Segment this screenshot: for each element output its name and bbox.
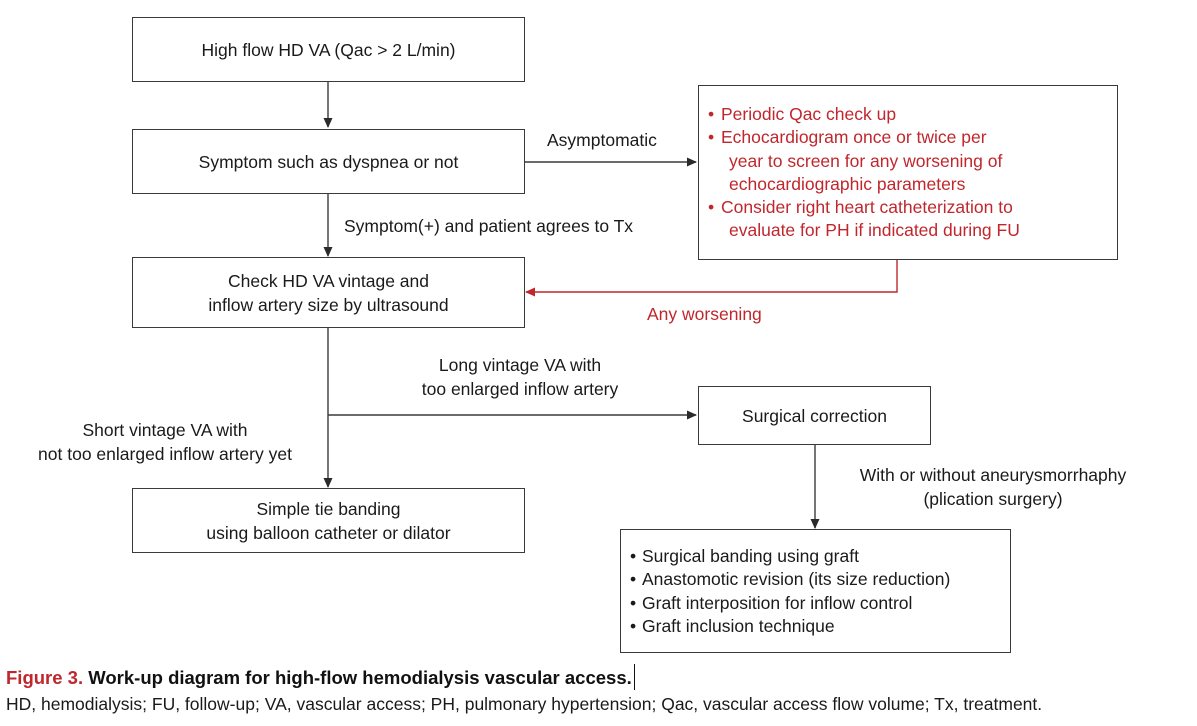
monitoring-item-2: • Echocardiogram once or twice per <box>699 126 1117 149</box>
edge-label-with-without: With or without aneurysmorrhaphy (plicat… <box>838 463 1148 511</box>
monitoring-item-3-line-2: evaluate for PH if indicated during FU <box>729 220 1020 241</box>
surgical-option-3-text: Graft interposition for inflow control <box>642 592 913 613</box>
node-simple-tie-line-1: Simple tie banding <box>256 498 401 519</box>
edge-label-symptom-plus: Symptom(+) and patient agrees to Tx <box>344 214 633 238</box>
figure-abbreviations: HD, hemodialysis; FU, follow-up; VA, vas… <box>6 694 1042 715</box>
edge-label-short-vintage-line-1: Short vintage VA with <box>82 420 248 440</box>
edge-label-asymptomatic: Asymptomatic <box>547 128 657 152</box>
node-high-flow-line: High flow HD VA (Qac > 2 L/min) <box>201 39 456 60</box>
node-surgical-correction-line: Surgical correction <box>742 405 887 426</box>
node-symptom-line: Symptom such as dyspnea or not <box>198 151 459 172</box>
monitoring-item-2-line-3: echocardiographic parameters <box>729 173 966 194</box>
node-symptom: Symptom such as dyspnea or not <box>132 129 525 194</box>
node-surgical-options: • Surgical banding using graft • Anastom… <box>620 529 1011 653</box>
node-surgical-correction: Surgical correction <box>698 386 931 445</box>
edge-label-any-worsening: Any worsening <box>647 302 762 326</box>
surgical-option-2: • Anastomotic revision (its size reducti… <box>621 568 1010 591</box>
figure-caption-title: Figure 3. Work-up diagram for high-flow … <box>6 664 636 690</box>
surgical-option-4-text: Graft inclusion technique <box>642 615 835 636</box>
monitoring-item-3-cont: evaluate for PH if indicated during FU <box>699 219 1117 242</box>
node-check: Check HD VA vintage and inflow artery si… <box>132 257 525 328</box>
surgical-option-2-text: Anastomotic revision (its size reduction… <box>642 569 951 590</box>
edge-label-with-without-line-1: With or without aneurysmorrhaphy <box>859 465 1127 485</box>
node-monitoring: • Periodic Qac check up • Echocardiogram… <box>698 85 1118 260</box>
bullet-mark: • <box>630 569 637 590</box>
abbreviations-text: HD, hemodialysis; FU, follow-up; VA, vas… <box>6 694 1043 714</box>
monitoring-item-1: • Periodic Qac check up <box>699 103 1117 126</box>
figure-title: Work-up diagram for high-flow hemodialys… <box>83 667 632 688</box>
surgical-option-1: • Surgical banding using graft <box>621 545 1010 568</box>
monitoring-item-2-cont: year to screen for any worsening of <box>699 150 1117 173</box>
monitoring-item-2-line-1: Echocardiogram once or twice per <box>721 127 987 148</box>
edge-label-symptom-plus-text: Symptom(+) and patient agrees to Tx <box>344 216 634 236</box>
edge-label-long-vintage: Long vintage VA with too enlarged inflow… <box>395 353 645 401</box>
bullet-mark: • <box>630 546 637 566</box>
node-simple-tie-line-2: using balloon catheter or dilator <box>206 522 451 543</box>
edge-label-long-vintage-line-1: Long vintage VA with <box>438 355 602 375</box>
surgical-option-4: • Graft inclusion technique <box>621 615 1010 638</box>
surgical-option-1-text: Surgical banding using graft <box>642 546 859 566</box>
node-simple-tie: Simple tie banding using balloon cathete… <box>132 488 525 553</box>
monitoring-item-3-line-1: Consider right heart catheterization to <box>721 197 1013 218</box>
edge-label-short-vintage-line-2: not too enlarged inflow artery yet <box>38 444 292 464</box>
bullet-mark: • <box>630 615 637 636</box>
monitoring-item-2-line-2: year to screen for any worsening of <box>729 150 1003 171</box>
edge-label-asymptomatic-text: Asymptomatic <box>547 130 657 150</box>
node-check-line-1: Check HD VA vintage and <box>227 270 430 291</box>
arrow-monitoring-to-check <box>525 259 898 297</box>
edge-label-with-without-line-2: (plication surgery) <box>923 489 1063 509</box>
node-high-flow: High flow HD VA (Qac > 2 L/min) <box>132 17 525 82</box>
bullet-mark: • <box>708 104 715 124</box>
text-cursor <box>633 664 636 690</box>
surgical-option-3: • Graft interposition for inflow control <box>621 592 1010 615</box>
edge-label-long-vintage-line-2: too enlarged inflow artery <box>421 379 619 399</box>
monitoring-item-2-cont: echocardiographic parameters <box>699 173 1117 196</box>
bullet-mark: • <box>708 127 715 148</box>
edge-label-any-worsening-text: Any worsening <box>647 304 762 324</box>
bullet-mark: • <box>630 592 637 613</box>
node-check-line-2: inflow artery size by ultrasound <box>208 294 449 315</box>
monitoring-item-1-line-1: Periodic Qac check up <box>721 104 897 124</box>
monitoring-item-3: • Consider right heart catheterization t… <box>699 196 1117 219</box>
edge-label-short-vintage: Short vintage VA with not too enlarged i… <box>14 418 316 466</box>
bullet-mark: • <box>708 197 715 218</box>
figure-label: Figure 3. <box>6 667 84 688</box>
